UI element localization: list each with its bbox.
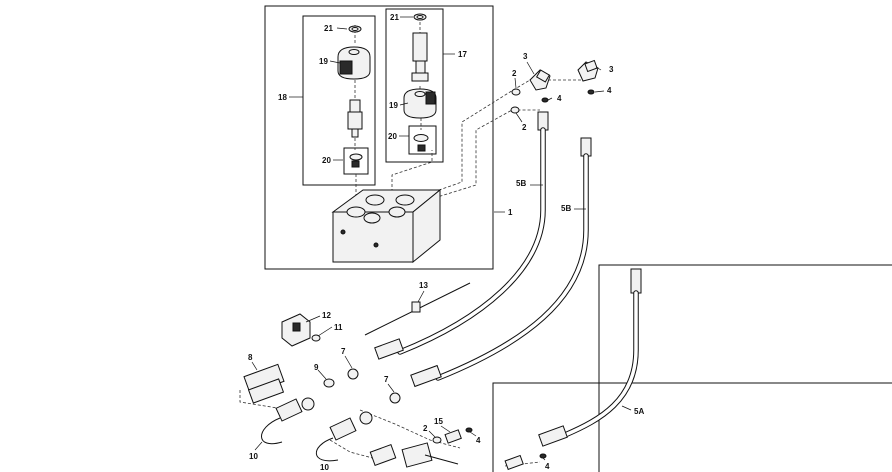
callout-10-right: 10 <box>320 463 329 472</box>
hose-5a <box>538 268 642 447</box>
seal-box-20-right <box>408 125 437 155</box>
callout-4-upper-left: 4 <box>557 94 562 103</box>
hose-5b-left <box>374 111 549 360</box>
callout-13: 13 <box>419 281 428 290</box>
solenoid-group-frame-18 <box>302 15 376 186</box>
bottom-fittings <box>369 427 547 471</box>
callout-9: 9 <box>314 363 319 372</box>
callout-5b-left: 5B <box>516 179 526 188</box>
callout-labels: 21 19 18 20 21 17 19 20 1 3 3 2 4 4 2 5B… <box>248 13 644 472</box>
callout-3-right: 3 <box>609 65 614 74</box>
valve-block <box>331 188 442 264</box>
callout-10-left: 10 <box>249 452 258 461</box>
callout-5b-right: 5B <box>561 204 571 213</box>
valve-assembly-frame <box>264 5 494 270</box>
callout-21-right: 21 <box>390 13 399 22</box>
callout-11: 11 <box>334 323 343 332</box>
hose-5b-right <box>410 137 592 388</box>
callout-4-upper-right: 4 <box>607 86 612 95</box>
callout-20-left: 20 <box>322 156 331 165</box>
solenoid-left <box>337 25 371 168</box>
cable-tie <box>364 282 471 336</box>
callout-15: 15 <box>434 417 443 426</box>
bracket <box>281 313 321 347</box>
solenoid-right <box>403 13 437 152</box>
dust-cap-left <box>261 397 315 445</box>
callout-19-right: 19 <box>389 101 398 110</box>
callout-7-left: 7 <box>341 347 346 356</box>
callout-7-right: 7 <box>384 375 389 384</box>
callout-21-left: 21 <box>324 24 333 33</box>
solenoid-group-frame-17 <box>385 8 444 163</box>
coupler-left <box>243 363 401 404</box>
callout-2-upper: 2 <box>512 69 517 78</box>
callout-19-left: 19 <box>319 57 328 66</box>
callout-17: 17 <box>458 50 467 59</box>
hose-kit-frame-inner <box>492 382 892 472</box>
leader-lines <box>251 16 632 461</box>
callout-4-bottom-right: 4 <box>545 462 550 471</box>
callout-18: 18 <box>278 93 287 102</box>
callout-2-lower: 2 <box>522 123 527 132</box>
callout-8: 8 <box>248 353 253 362</box>
callout-1: 1 <box>508 208 513 217</box>
elbow-fittings <box>510 59 599 114</box>
callout-20-right: 20 <box>388 132 397 141</box>
callout-3-left: 3 <box>523 52 528 61</box>
hose-kit-frame <box>598 264 892 472</box>
callout-5a: 5A <box>634 407 644 416</box>
callout-12: 12 <box>322 311 331 320</box>
callout-2-bottom: 2 <box>423 424 428 433</box>
callout-4-bottom-left: 4 <box>476 436 481 445</box>
dust-cap-right <box>315 411 373 462</box>
